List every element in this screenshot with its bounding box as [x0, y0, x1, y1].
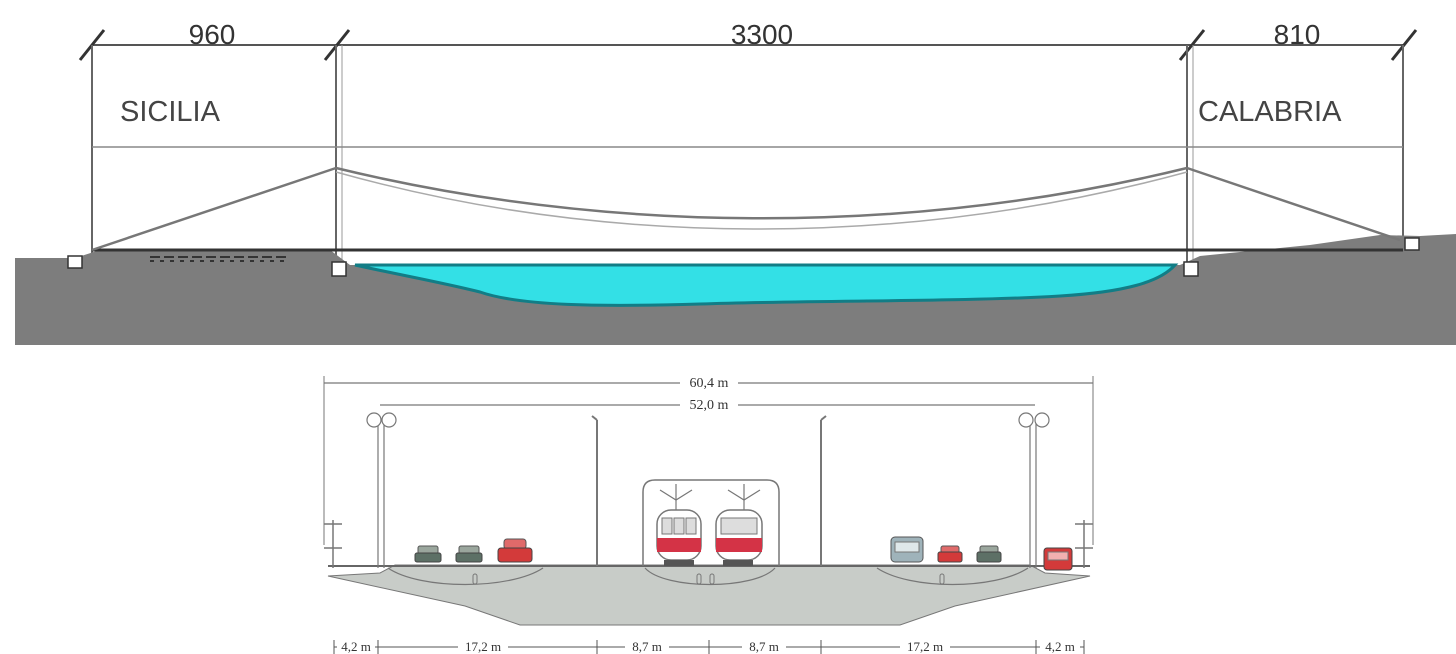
dim-label-1: 4,2 m [341, 639, 371, 654]
inner-width-label: 52,0 m [690, 398, 729, 413]
catenary-portal [642, 479, 780, 566]
car-green-2 [455, 545, 483, 563]
shore-label-sicilia: SICILIA [120, 96, 221, 128]
cable-hanger-right [1018, 412, 1050, 568]
median-lamp-right [820, 415, 827, 566]
dim-label-6: 4,2 m [1045, 639, 1075, 654]
dim-label-4: 8,7 m [749, 639, 779, 654]
train-left [656, 509, 702, 566]
bus-right [890, 536, 924, 563]
backstay-cable-left [91, 166, 337, 252]
dim-label-3: 8,7 m [632, 639, 662, 654]
overall-width-label: 60,4 m [690, 376, 729, 391]
anchor-block-right [1404, 237, 1420, 251]
pantograph-left [659, 484, 693, 510]
car-red-right-2 [1043, 547, 1073, 571]
main-cable-shadow [335, 171, 1188, 230]
tower-foundation-left [331, 261, 347, 277]
elevation-view: 960 3300 810 SICILIA CALABRIA [15, 19, 1456, 345]
dim-label-5: 17,2 m [907, 639, 943, 654]
bottom-dimension-ticks [333, 640, 1085, 654]
shore-label-calabria: CALABRIA [1198, 96, 1342, 128]
inspection-opening [472, 573, 478, 585]
cross-section-view: 60,4 m 52,0 m [323, 374, 1094, 654]
cable-hanger-left [366, 412, 397, 568]
pantograph-right [727, 484, 761, 510]
tower-foundation-right [1183, 261, 1199, 277]
side-barrier-left [324, 520, 342, 568]
side-barrier-right [1075, 520, 1093, 568]
car-green-1 [414, 545, 442, 563]
strait-water [354, 263, 1179, 307]
span-label-right: 810 [1274, 19, 1321, 50]
anchor-block-left [67, 255, 83, 269]
train-right [715, 509, 763, 566]
inspection-opening [696, 573, 702, 585]
dim-label-2: 17,2 m [465, 639, 501, 654]
span-label-main: 3300 [731, 19, 793, 50]
inspection-opening [709, 573, 715, 585]
median-lamp-left [591, 415, 598, 566]
box-section [644, 567, 776, 586]
span-label-left: 960 [189, 19, 236, 50]
label-bg [680, 374, 738, 390]
box-section [387, 567, 544, 586]
backstay-cable-right [1186, 166, 1401, 242]
inspection-opening [939, 573, 945, 585]
car-red-right-1 [937, 545, 963, 563]
label-bg [680, 397, 738, 413]
car-green-right [976, 545, 1002, 563]
deck-girder [327, 564, 1091, 626]
box-section [876, 567, 1029, 586]
dimension-tick [1178, 29, 1206, 61]
bottom-label-bgs [337, 639, 1080, 653]
car-red-left [497, 538, 533, 563]
main-cable [335, 166, 1188, 220]
approach-viaduct [150, 256, 290, 262]
